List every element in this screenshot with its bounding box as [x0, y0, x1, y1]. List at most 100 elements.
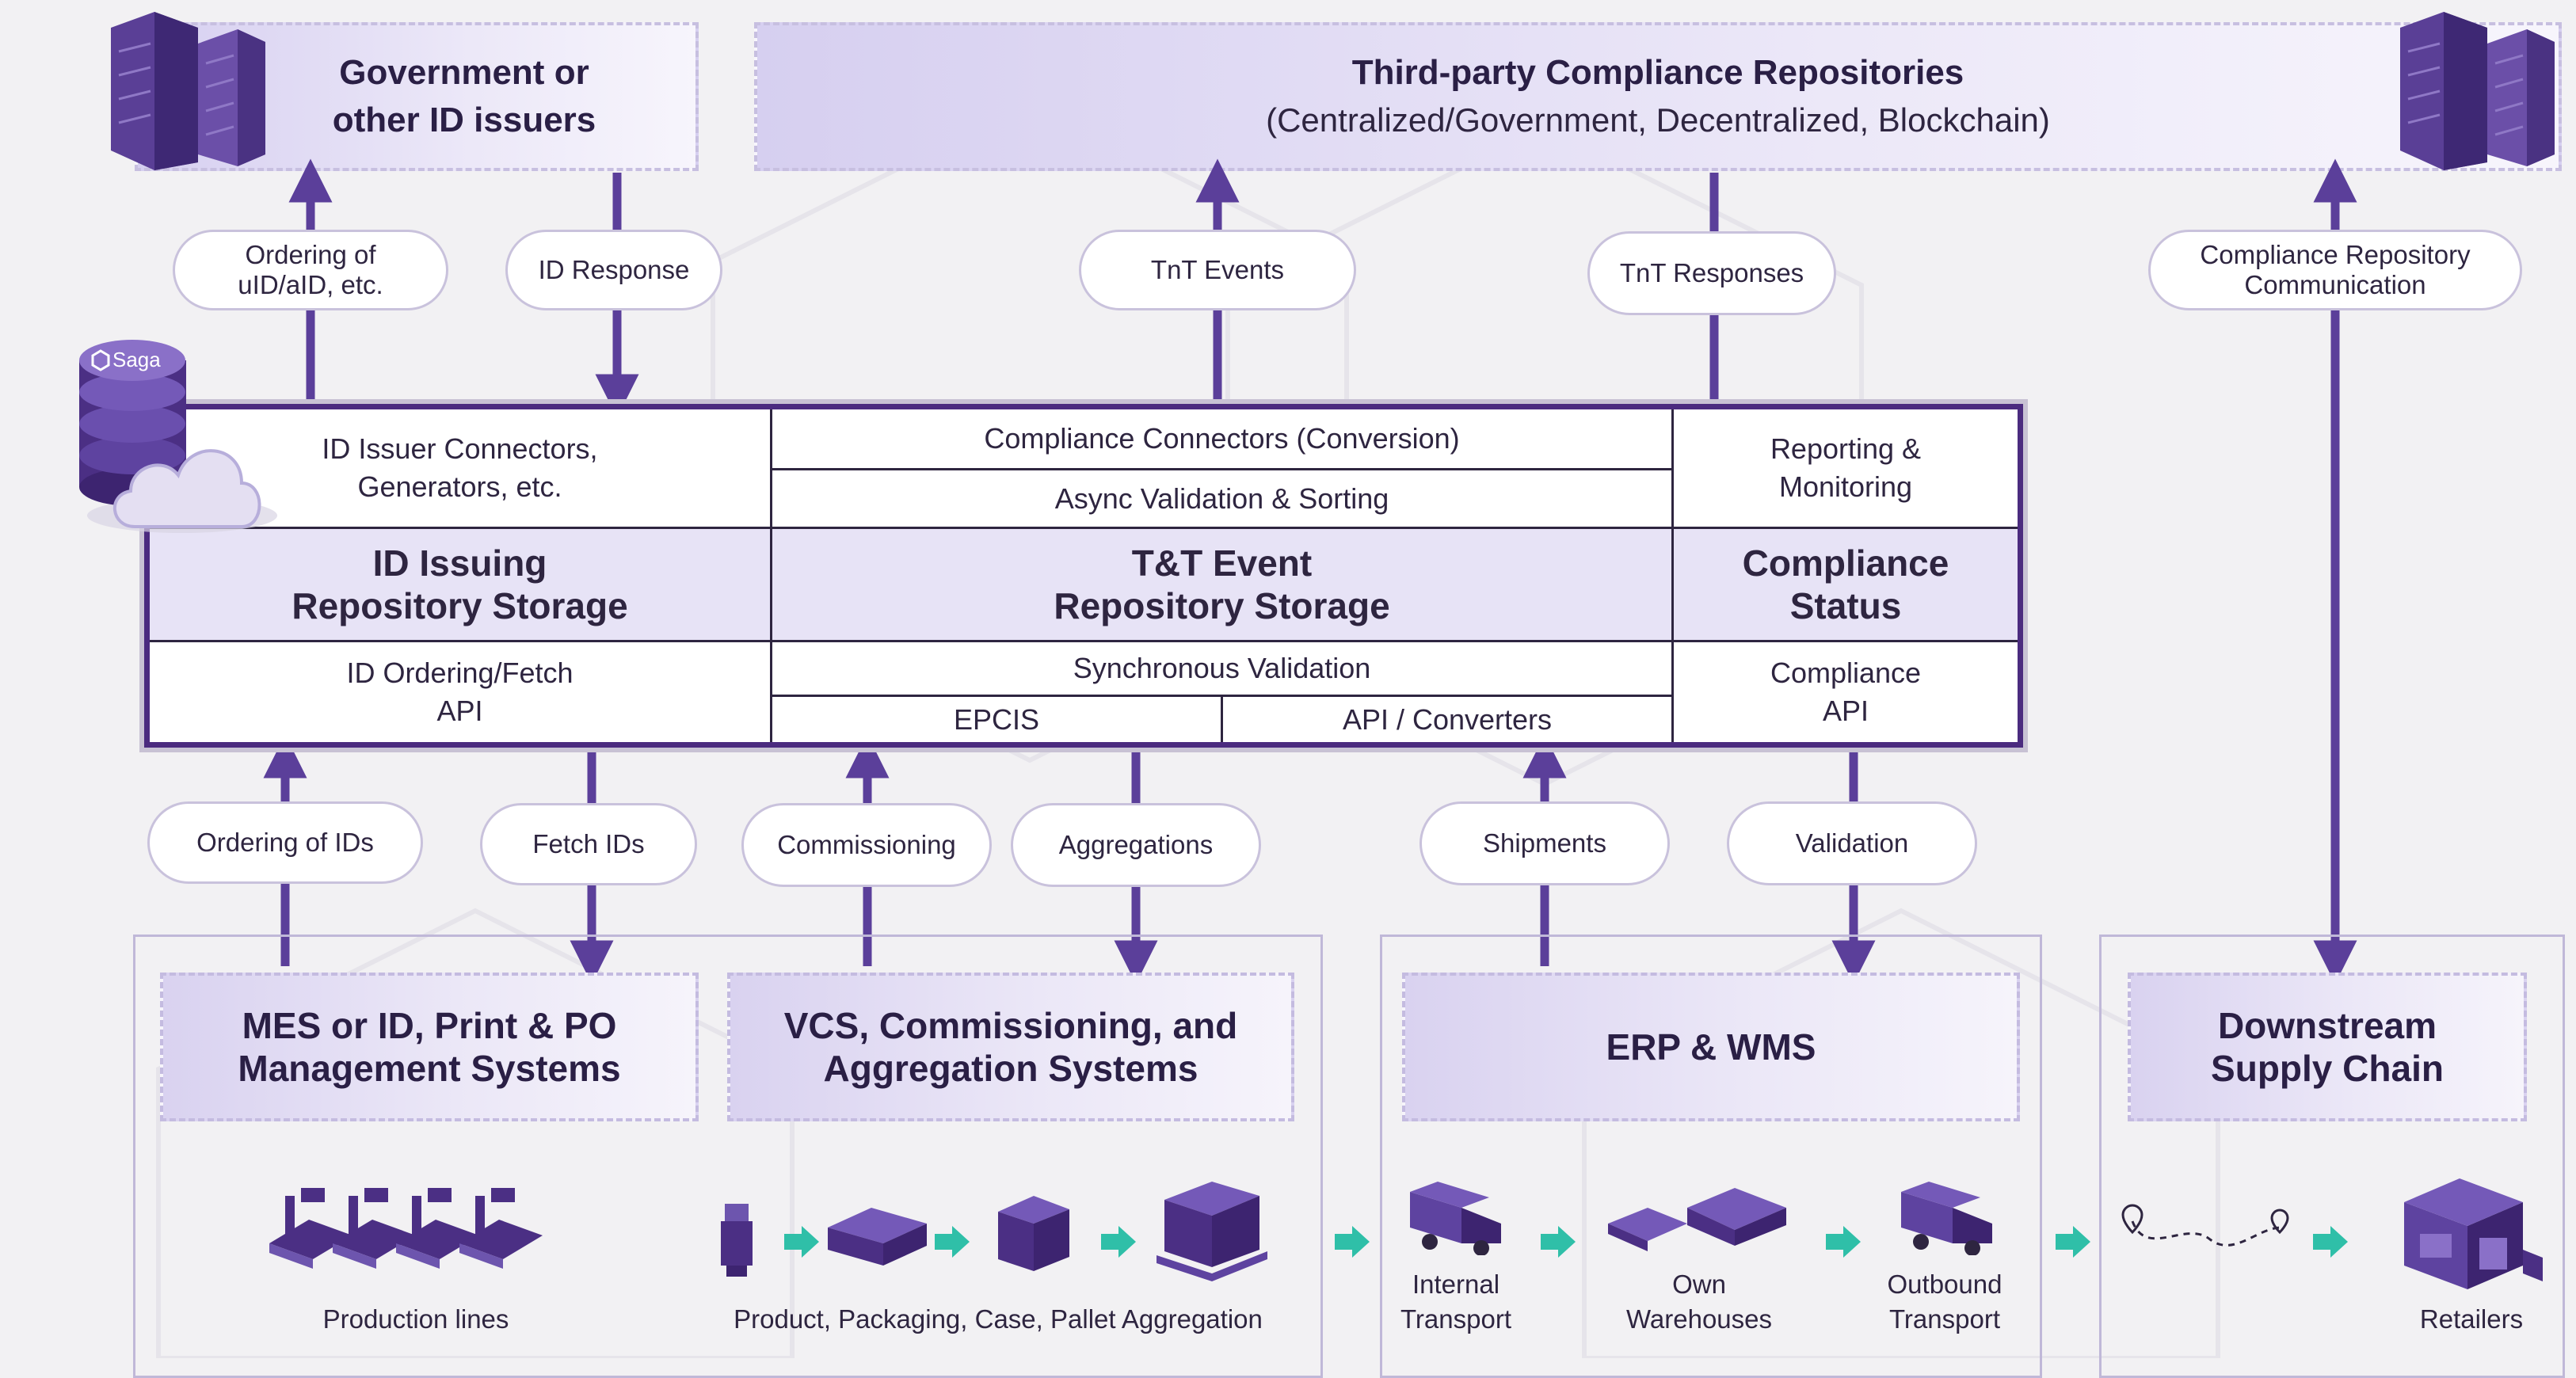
vcs-line1: VCS, Commissioning, and [783, 1005, 1238, 1046]
id-response-label: ID Response [538, 255, 690, 284]
outbound-transport-line2: Transport [1889, 1304, 2000, 1334]
id-api-line1: ID Ordering/Fetch [346, 657, 574, 689]
compliance-status: Compliance Status [1674, 527, 2018, 642]
third-party-title: Third-party Compliance Repositories [1351, 53, 1964, 92]
shipments-label: Shipments [1483, 828, 1606, 858]
commissioning-label: Commissioning [777, 830, 956, 859]
ordering-uid-line1: Ordering of [245, 240, 376, 269]
own-warehouses-label: Own Warehouses [1604, 1267, 1794, 1337]
id-connectors-line2: Generators, etc. [357, 470, 562, 503]
ordering-uid-pill: Ordering of uID/aID, etc. [173, 230, 448, 310]
aggregations-label: Aggregations [1058, 830, 1214, 859]
scanner-icon [721, 1204, 753, 1277]
id-api-line2: API [436, 695, 483, 727]
ordering-ids-label: Ordering of IDs [196, 828, 374, 857]
synchronous-validation: Synchronous Validation [772, 642, 1671, 695]
arrow-right-icon [784, 1226, 819, 1258]
compliance-api: Compliance API [1674, 642, 2018, 742]
validation-pill: Validation [1727, 801, 1977, 885]
core-platform: ID Issuer Connectors, Generators, etc. C… [144, 404, 2023, 748]
downstream-line1: Downstream [2217, 1005, 2437, 1046]
compliance-connectors-label: Compliance Connectors (Conversion) [984, 422, 1460, 455]
reporting-line1: Reporting & [1770, 432, 1922, 465]
arrow-right-icon [2056, 1226, 2090, 1258]
async-validation-label: Async Validation & Sorting [1054, 482, 1389, 515]
divider [1221, 695, 1223, 742]
fetch-ids-pill: Fetch IDs [480, 803, 697, 885]
arrow-right-icon [2313, 1226, 2348, 1258]
arrow-right-icon [935, 1226, 970, 1258]
id-connectors-line1: ID Issuer Connectors, [322, 432, 598, 465]
compliance-api-line2: API [1822, 695, 1869, 727]
api-converters: API / Converters [1223, 697, 1671, 742]
commissioning-pill: Commissioning [741, 803, 992, 887]
divider [772, 468, 1671, 470]
route-map-icon [2121, 1204, 2289, 1247]
retailers-label: Retailers [2419, 1304, 2524, 1334]
own-warehouses-line1: Own [1672, 1270, 1726, 1299]
compliance-repo-comm-pill: Compliance Repository Communication [2148, 230, 2522, 310]
async-validation: Async Validation & Sorting [772, 470, 1671, 527]
aggregation-label: Product, Packaging, Case, Pallet Aggrega… [734, 1304, 1263, 1334]
own-warehouses-line2: Warehouses [1625, 1304, 1773, 1334]
outbound-transport-line1: Outbound [1887, 1270, 2002, 1299]
ordering-uid-line2: uID/aID, etc. [238, 270, 383, 299]
case-icon [998, 1196, 1069, 1271]
mes-line1: MES or ID, Print & PO [242, 1005, 617, 1046]
internal-transport-line2: Transport [1400, 1304, 1511, 1334]
id-issuer-connectors: ID Issuer Connectors, Generators, etc. [150, 409, 770, 527]
divider [1671, 409, 1674, 742]
saga-logo-text: Saga [112, 348, 161, 371]
saga-database-icon: Saga [79, 340, 277, 533]
id-storage-line1: ID Issuing [372, 542, 547, 584]
gov-title-line2: other ID issuers [332, 101, 596, 139]
arrow-right-icon [1101, 1226, 1136, 1258]
tt-storage-line2: Repository Storage [1054, 585, 1390, 626]
tnt-events-pill: TnT Events [1079, 230, 1356, 310]
id-storage-line2: Repository Storage [292, 585, 628, 626]
compliance-comm-line1: Compliance Repository [2200, 240, 2471, 269]
package-icon [828, 1208, 927, 1266]
third-party-compliance-box: Third-party Compliance Repositories (Cen… [754, 22, 2562, 171]
compliance-status-line2: Status [1789, 585, 1902, 626]
divider [770, 409, 772, 742]
compliance-comm-line2: Communication [2244, 270, 2426, 299]
internal-truck-icon [1410, 1182, 1501, 1255]
tnt-events-label: TnT Events [1150, 255, 1285, 284]
id-ordering-api: ID Ordering/Fetch API [150, 642, 770, 742]
fetch-ids-label: Fetch IDs [532, 829, 645, 858]
erp-wms-box: ERP & WMS [1402, 973, 2020, 1121]
compliance-api-line1: Compliance [1770, 657, 1922, 689]
mes-systems-box: MES or ID, Print & PO Management Systems [160, 973, 699, 1121]
production-lines-label: Production lines [322, 1304, 509, 1334]
downstream-supply-chain-box: Downstream Supply Chain [2128, 973, 2527, 1121]
outbound-transport-label: Outbound Transport [1862, 1267, 2028, 1337]
internal-transport-label: Internal Transport [1377, 1267, 1535, 1337]
pallet-icon [1157, 1182, 1267, 1281]
tnt-responses-pill: TnT Responses [1587, 231, 1836, 315]
id-response-pill: ID Response [505, 230, 722, 310]
arrow-right-icon [1541, 1226, 1576, 1258]
arrow-right-icon [1826, 1226, 1861, 1258]
vcs-line2: Aggregation Systems [823, 1048, 1198, 1089]
epcis-label: EPCIS [953, 702, 1040, 736]
api-converters-label: API / Converters [1342, 702, 1553, 736]
retail-store-icon [2404, 1178, 2543, 1289]
reporting-monitoring: Reporting & Monitoring [1674, 409, 2018, 527]
gov-title-line1: Government or [339, 53, 589, 92]
third-party-subtitle: (Centralized/Government, Decentralized, … [1266, 101, 2050, 139]
reporting-line2: Monitoring [1778, 470, 1913, 503]
mes-line2: Management Systems [238, 1048, 621, 1089]
ordering-ids-pill: Ordering of IDs [147, 801, 423, 884]
server-icon [111, 12, 265, 170]
sync-validation-label: Synchronous Validation [1073, 652, 1371, 684]
outbound-truck-icon [1901, 1182, 1992, 1255]
epcis: EPCIS [772, 697, 1221, 742]
arrow-right-icon [1335, 1226, 1370, 1258]
downstream-line2: Supply Chain [2211, 1048, 2444, 1089]
server-icon [2400, 12, 2555, 170]
validation-label: Validation [1795, 828, 1909, 858]
storage-band [150, 527, 2018, 642]
vcs-systems-box: VCS, Commissioning, and Aggregation Syst… [727, 973, 1294, 1121]
tt-storage-line1: T&T Event [1131, 542, 1313, 584]
